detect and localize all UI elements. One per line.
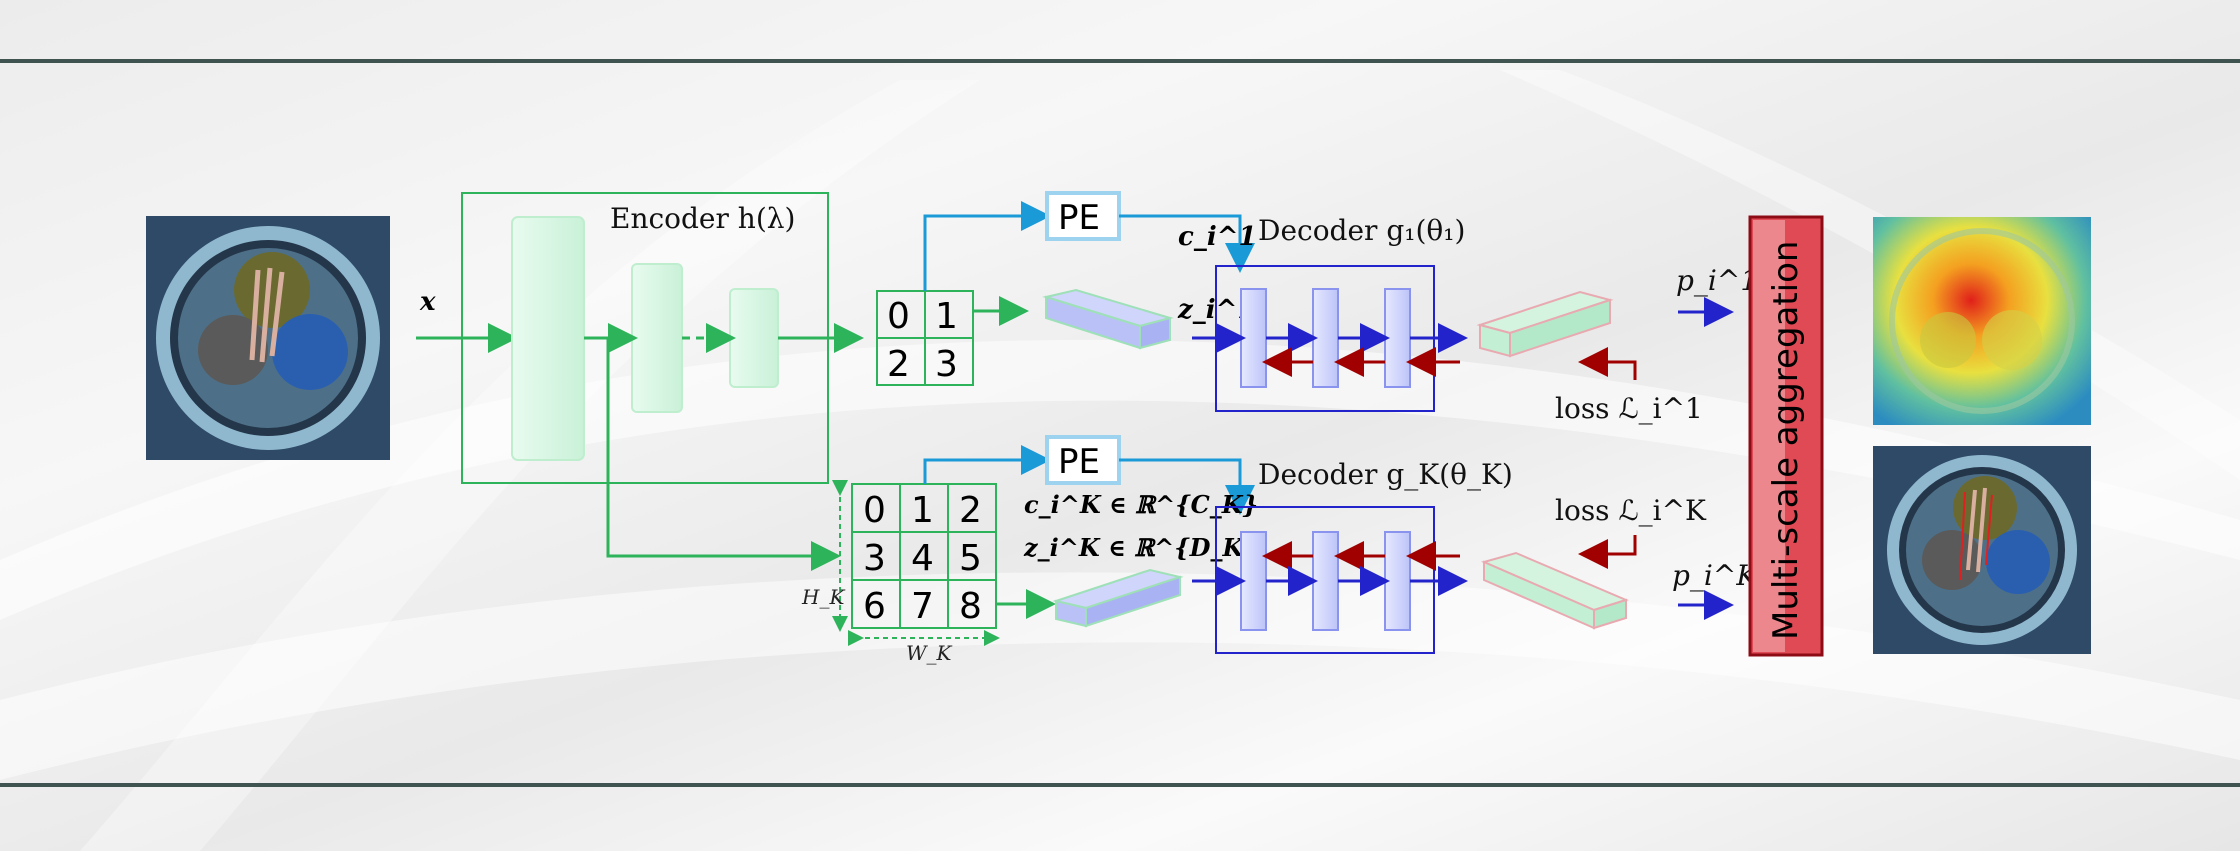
encoder-layer-2 [631,263,683,413]
grid-k-cell-7: 7 [911,586,934,627]
p-bottom-label: p_i^K [1672,559,1759,592]
decoder-top-label: Decoder g₁(θ₁) [1258,214,1465,247]
grid-k-cell-5: 5 [959,538,982,579]
grid-cell-0: 0 [887,296,910,337]
grid-k-cell-1: 1 [911,490,934,531]
encoder-branch-arrow [606,338,841,571]
encoder-block: Encoder h(λ) [461,192,864,484]
anomaly-heatmap [1873,217,2091,425]
encoder-layer-1 [511,216,585,461]
decoder-top-layer-2 [1312,288,1339,388]
feature-vector-top [1042,288,1174,350]
bottom-rule [0,783,2240,787]
decoder-block-bottom [1192,506,1468,654]
decoder-bottom-layer-2 [1312,531,1339,631]
patch-grid-top: 0 1 2 3 [876,290,974,386]
zK-label: z_i^K ∈ ℝ^{D_K} [1023,533,1259,562]
output-image [1873,446,2091,654]
aggregation-label: Multi-scale aggregation [1766,241,1806,640]
decoder-bottom-layer-3 [1384,531,1411,631]
decoder-top-layer-1 [1240,288,1267,388]
encoder-layer-3 [729,288,779,388]
input-image [146,216,390,460]
grid-k-cell-4: 4 [911,538,934,579]
output-prism-bottom [1481,551,1629,630]
decoder-block-top [1192,265,1468,412]
pe-label-bottom: PE [1058,442,1100,482]
width-label: W_K [906,641,953,665]
feature-vector-bottom [1052,568,1184,628]
height-label: H_K [801,585,845,609]
cK-label: c_i^K ∈ ℝ^{C_K} [1024,490,1258,519]
p-top-label: p_i^1 [1676,264,1758,297]
pe-label-top: PE [1058,198,1100,238]
loss-bottom-label: loss ℒ_i^K [1555,494,1707,527]
grid-k-cell-8: 8 [959,586,982,627]
output-prism-top [1476,290,1614,358]
c1-label: c_i^1 [1178,222,1257,252]
grid-k-cell-6: 6 [863,586,886,627]
grid-k-cell-0: 0 [863,490,886,531]
decoder-bottom-layer-1 [1240,531,1267,631]
loss-top-label: loss ℒ_i^1 [1555,392,1703,425]
grid-cell-1: 1 [935,296,958,337]
patch-grid-bottom: 0 1 2 3 4 5 6 7 8 [851,483,997,629]
pe-box-top: PE [1045,191,1121,241]
grid-cell-2: 2 [887,344,910,385]
aggregation-box: Multi-scale aggregation [1748,215,1824,657]
grid-k-cell-2: 2 [959,490,982,531]
decoder-bottom-label: Decoder g_K(θ_K) [1258,458,1513,491]
grid-cell-3: 3 [935,344,958,385]
grid-k-cell-3: 3 [863,538,886,579]
encoder-label: Encoder h(λ) [610,202,795,235]
decoder-top-layer-3 [1384,288,1411,388]
pe-box-bottom: PE [1045,435,1121,485]
top-rule [0,59,2240,63]
input-var-label: x [419,287,436,317]
